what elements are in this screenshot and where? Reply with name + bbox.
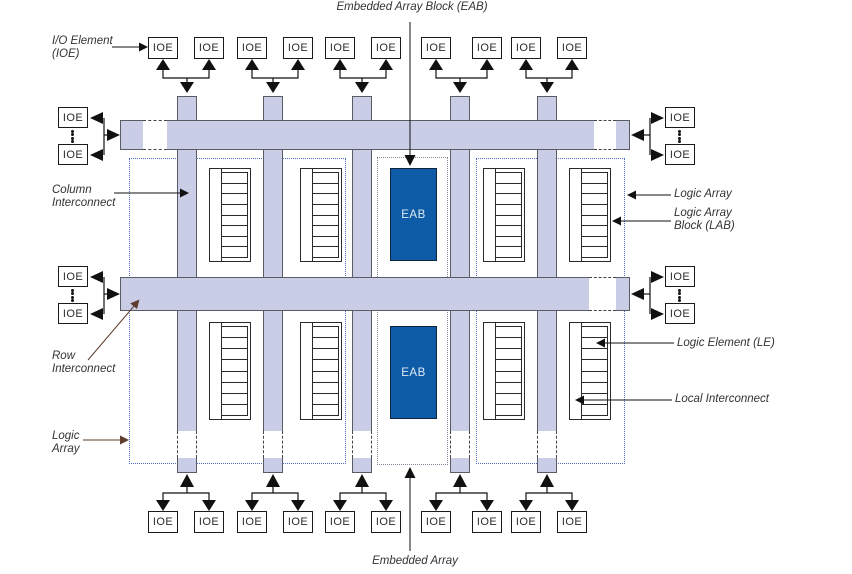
column-interconnect-gap xyxy=(177,431,197,458)
ioe-box: IOE xyxy=(58,107,88,128)
ioe-box: IOE xyxy=(325,37,355,59)
ellipsis-dots xyxy=(678,130,682,143)
embedded-array-block-label: Embedded Array Block (EAB) xyxy=(336,1,488,13)
ellipsis-dots xyxy=(71,289,75,302)
ioe-box: IOE xyxy=(58,303,88,324)
eab-block: EAB xyxy=(390,168,437,261)
column-interconnect-gap xyxy=(263,431,283,458)
row-interconnect-gap xyxy=(594,120,616,150)
io-element-arrow xyxy=(139,42,148,52)
ioe-box: IOE xyxy=(148,511,178,533)
logic-array-left-label: Logic Array xyxy=(52,430,80,456)
ioe-box: IOE xyxy=(58,266,88,287)
lab-block xyxy=(483,168,525,262)
ioe-box: IOE xyxy=(371,511,401,533)
row-interconnect-line1: Row xyxy=(52,350,76,362)
lab-block xyxy=(209,168,251,262)
logic-element-cells xyxy=(221,172,248,258)
ioe-box: IOE xyxy=(472,37,502,59)
lab-block xyxy=(300,322,342,420)
io-element-label-line2: (IOE) xyxy=(52,48,80,60)
io-element-label-line1: I/O Element xyxy=(52,35,113,47)
logic-element-cells xyxy=(312,172,339,258)
logic-array-right-arrow xyxy=(627,190,636,200)
ioe-box: IOE xyxy=(237,37,267,59)
logic-array-right-label: Logic Array xyxy=(674,188,732,200)
logic-element-cells xyxy=(495,326,522,416)
column-interconnect-gap xyxy=(352,431,372,458)
ioe-box: IOE xyxy=(148,37,178,59)
ioe-box: IOE xyxy=(421,511,451,533)
logic-array-block-line1: Logic Array xyxy=(674,207,732,219)
row-interconnect-bar-top xyxy=(120,120,630,150)
logic-element-cells xyxy=(581,326,608,416)
ioe-box: IOE xyxy=(283,511,313,533)
ioe-box: IOE xyxy=(665,107,695,128)
ioe-box: IOE xyxy=(325,511,355,533)
column-interconnect-gap xyxy=(450,431,470,458)
ioe-box: IOE xyxy=(511,37,541,59)
lab-block xyxy=(209,322,251,420)
ellipsis-dots xyxy=(678,289,682,302)
logic-array-left-line1: Logic xyxy=(52,430,80,442)
ioe-box: IOE xyxy=(511,511,541,533)
ioe-box: IOE xyxy=(237,511,267,533)
logic-element-cells xyxy=(495,172,522,258)
row-interconnect-line2: Interconnect xyxy=(52,363,116,375)
ioe-box: IOE xyxy=(557,511,587,533)
column-interconnect-line1: Column xyxy=(52,184,92,196)
row-interconnect-gap xyxy=(589,277,616,311)
column-interconnect-label: Column Interconnect xyxy=(52,184,115,210)
logic-element-cells xyxy=(312,326,339,416)
ioe-box: IOE xyxy=(371,37,401,59)
lab-block xyxy=(483,322,525,420)
logic-array-left-line2: Array xyxy=(52,443,80,455)
row-interconnect-label: Row Interconnect xyxy=(52,350,115,376)
lab-block xyxy=(300,168,342,262)
local-interconnect-label: Local Interconnect xyxy=(675,393,769,405)
logic-element-label: Logic Element (LE) xyxy=(677,337,775,349)
ioe-box: IOE xyxy=(472,511,502,533)
ioe-box: IOE xyxy=(665,303,695,324)
logic-array-block-label: Logic Array Block (LAB) xyxy=(674,207,735,233)
ioe-box: IOE xyxy=(665,266,695,287)
column-interconnect-line2: Interconnect xyxy=(52,197,116,209)
ioe-box: IOE xyxy=(665,144,695,165)
embedded-array-pointer-arrow xyxy=(404,467,416,478)
row-interconnect-bar-bottom xyxy=(120,277,630,311)
logic-element-cells xyxy=(581,172,608,258)
lab-block xyxy=(569,168,611,262)
column-interconnect-gap xyxy=(537,431,557,458)
logic-array-left-arrow xyxy=(120,435,129,445)
ioe-box: IOE xyxy=(283,37,313,59)
ioe-box: IOE xyxy=(421,37,451,59)
row-interconnect-gap xyxy=(143,120,167,150)
ioe-box: IOE xyxy=(194,511,224,533)
ellipsis-dots xyxy=(71,130,75,143)
logic-array-block-line2: Block (LAB) xyxy=(674,220,735,232)
ioe-box: IOE xyxy=(557,37,587,59)
ioe-box: IOE xyxy=(194,37,224,59)
io-element-label: I/O Element (IOE) xyxy=(52,35,113,61)
embedded-array-label: Embedded Array xyxy=(372,555,458,567)
lab-block xyxy=(569,322,611,420)
logic-element-cells xyxy=(221,326,248,416)
eab-block: EAB xyxy=(390,326,437,419)
ioe-box: IOE xyxy=(58,144,88,165)
